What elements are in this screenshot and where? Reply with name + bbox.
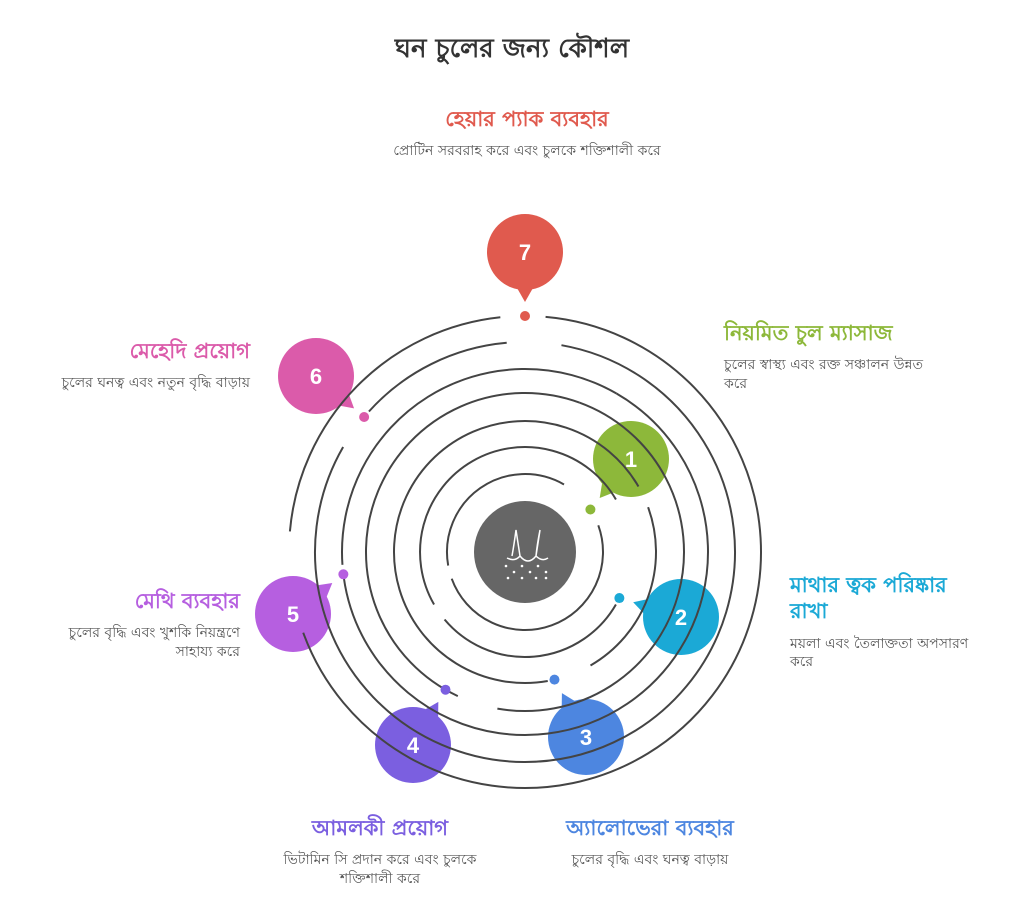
- step-desc: ময়লা এবং তৈলাক্ততা অপসারণ করে: [790, 635, 969, 671]
- step-6-bubble: [278, 338, 354, 414]
- step-title: নিয়মিত চুল ম্যাসাজ: [724, 321, 893, 345]
- step-title: মেথি ব্যবহার: [134, 589, 240, 613]
- step-desc: ভিটামিন সি প্রদান করে এবং চুলকে শক্তিশাল…: [283, 852, 477, 888]
- step-3-marker-dot: [549, 674, 560, 685]
- spiral-ring-arc: [342, 392, 709, 736]
- step-2-text: মাথার ত্বক পরিষ্কার রাখা ময়লা এবং তৈলাক…: [790, 572, 990, 672]
- skin-dot: [534, 576, 538, 580]
- step-desc: চুলের বৃদ্ধি এবং ঘনত্ব বাড়ায়: [571, 852, 729, 869]
- step-desc: চুলের স্বাস্থ্য এবং রক্ত সঞ্চালন উন্নত ক…: [724, 357, 923, 393]
- step-number: 4: [407, 733, 420, 758]
- step-7-bubble: [487, 214, 563, 290]
- spiral-ring-arc: [365, 392, 580, 698]
- step-4-text: আমলকী প্রয়োগ ভিটামিন সি প্রদান করে এবং …: [260, 815, 500, 889]
- step-number: 3: [580, 725, 592, 750]
- diagram-title: ঘন চুলের জন্য কৌশল: [394, 34, 630, 64]
- step-desc: প্রোটিন সরবরাহ করে এবং চুলকে শক্তিশালী ক…: [393, 143, 661, 160]
- skin-dot: [544, 570, 548, 574]
- step-3-text: অ্যালোভেরা ব্যবহার চুলের বৃদ্ধি এবং ঘনত্…: [530, 815, 770, 870]
- spiral-ring-arc: [393, 420, 640, 684]
- step-4-bubble: [375, 707, 451, 783]
- spiral-ring-arc: [419, 446, 617, 605]
- step-3-bubble: [548, 699, 624, 775]
- skin-dot: [536, 564, 540, 568]
- skin-dot: [528, 570, 532, 574]
- skin-dot: [520, 576, 524, 580]
- step-4-marker-dot: [440, 684, 451, 695]
- skin-dot: [544, 576, 548, 580]
- step-5-marker-dot: [338, 569, 349, 580]
- skin-dot: [520, 564, 524, 568]
- step-6-text: মেহেদি প্রয়োগ চুলের ঘনত্ব এবং নতুন বৃদ্…: [50, 338, 250, 393]
- spiral-ring-arc: [302, 315, 762, 789]
- spiral-ring-arc: [446, 473, 565, 566]
- step-1-bubble: [593, 421, 669, 497]
- step-1-text: নিয়মিত চুল ম্যাসাজ চুলের স্বাস্থ্য এবং …: [724, 320, 924, 394]
- step-title: মাথার ত্বক পরিষ্কার রাখা: [790, 573, 947, 624]
- step-5-bubble: [255, 576, 331, 652]
- skin-dot: [506, 576, 510, 580]
- step-title: মেহেদি প্রয়োগ: [129, 339, 250, 363]
- spiral-ring-arc: [288, 316, 501, 532]
- step-title: হেয়ার প্যাক ব্যবহার: [445, 107, 609, 131]
- step-desc: চুলের ঘনত্ব এবং নতুন বৃদ্ধি বাড়ায়: [61, 375, 250, 392]
- step-number: 5: [287, 602, 299, 627]
- step-5-text: মেথি ব্যবহার চুলের বৃদ্ধি এবং খুশকি নিয়…: [40, 588, 240, 662]
- step-number: 1: [625, 447, 637, 472]
- spiral-ring-arc: [443, 603, 617, 658]
- step-number: 7: [519, 240, 531, 265]
- spiral-ring-arc: [589, 506, 657, 667]
- skin-dot: [512, 570, 516, 574]
- step-desc: চুলের বৃদ্ধি এবং খুশকি নিয়ন্ত্রণে সাহায…: [68, 625, 240, 661]
- step-2-bubble: [643, 579, 719, 655]
- step-7-marker-dot: [520, 311, 530, 321]
- spiral-ring-arc: [450, 524, 604, 631]
- step-2-marker-dot: [614, 593, 625, 604]
- step-number: 6: [310, 364, 322, 389]
- hair-follicle-icon: [506, 529, 549, 562]
- step-7-text: হেয়ার প্যাক ব্যবহার প্রোটিন সরবরাহ করে …: [382, 106, 672, 161]
- step-title: অ্যালোভেরা ব্যবহার: [566, 816, 734, 840]
- step-1-marker-dot: [585, 504, 596, 515]
- center-circle: [474, 501, 576, 603]
- spiral-ring-arc: [341, 368, 617, 565]
- step-number: 2: [675, 605, 687, 630]
- spiral-ring-arc: [497, 401, 685, 712]
- spiral-ring-arc: [368, 341, 507, 413]
- spiral-ring-arc: [314, 344, 736, 763]
- step-title: আমলকী প্রয়োগ: [311, 816, 449, 840]
- skin-dot: [504, 564, 508, 568]
- step-6-marker-dot: [359, 412, 370, 423]
